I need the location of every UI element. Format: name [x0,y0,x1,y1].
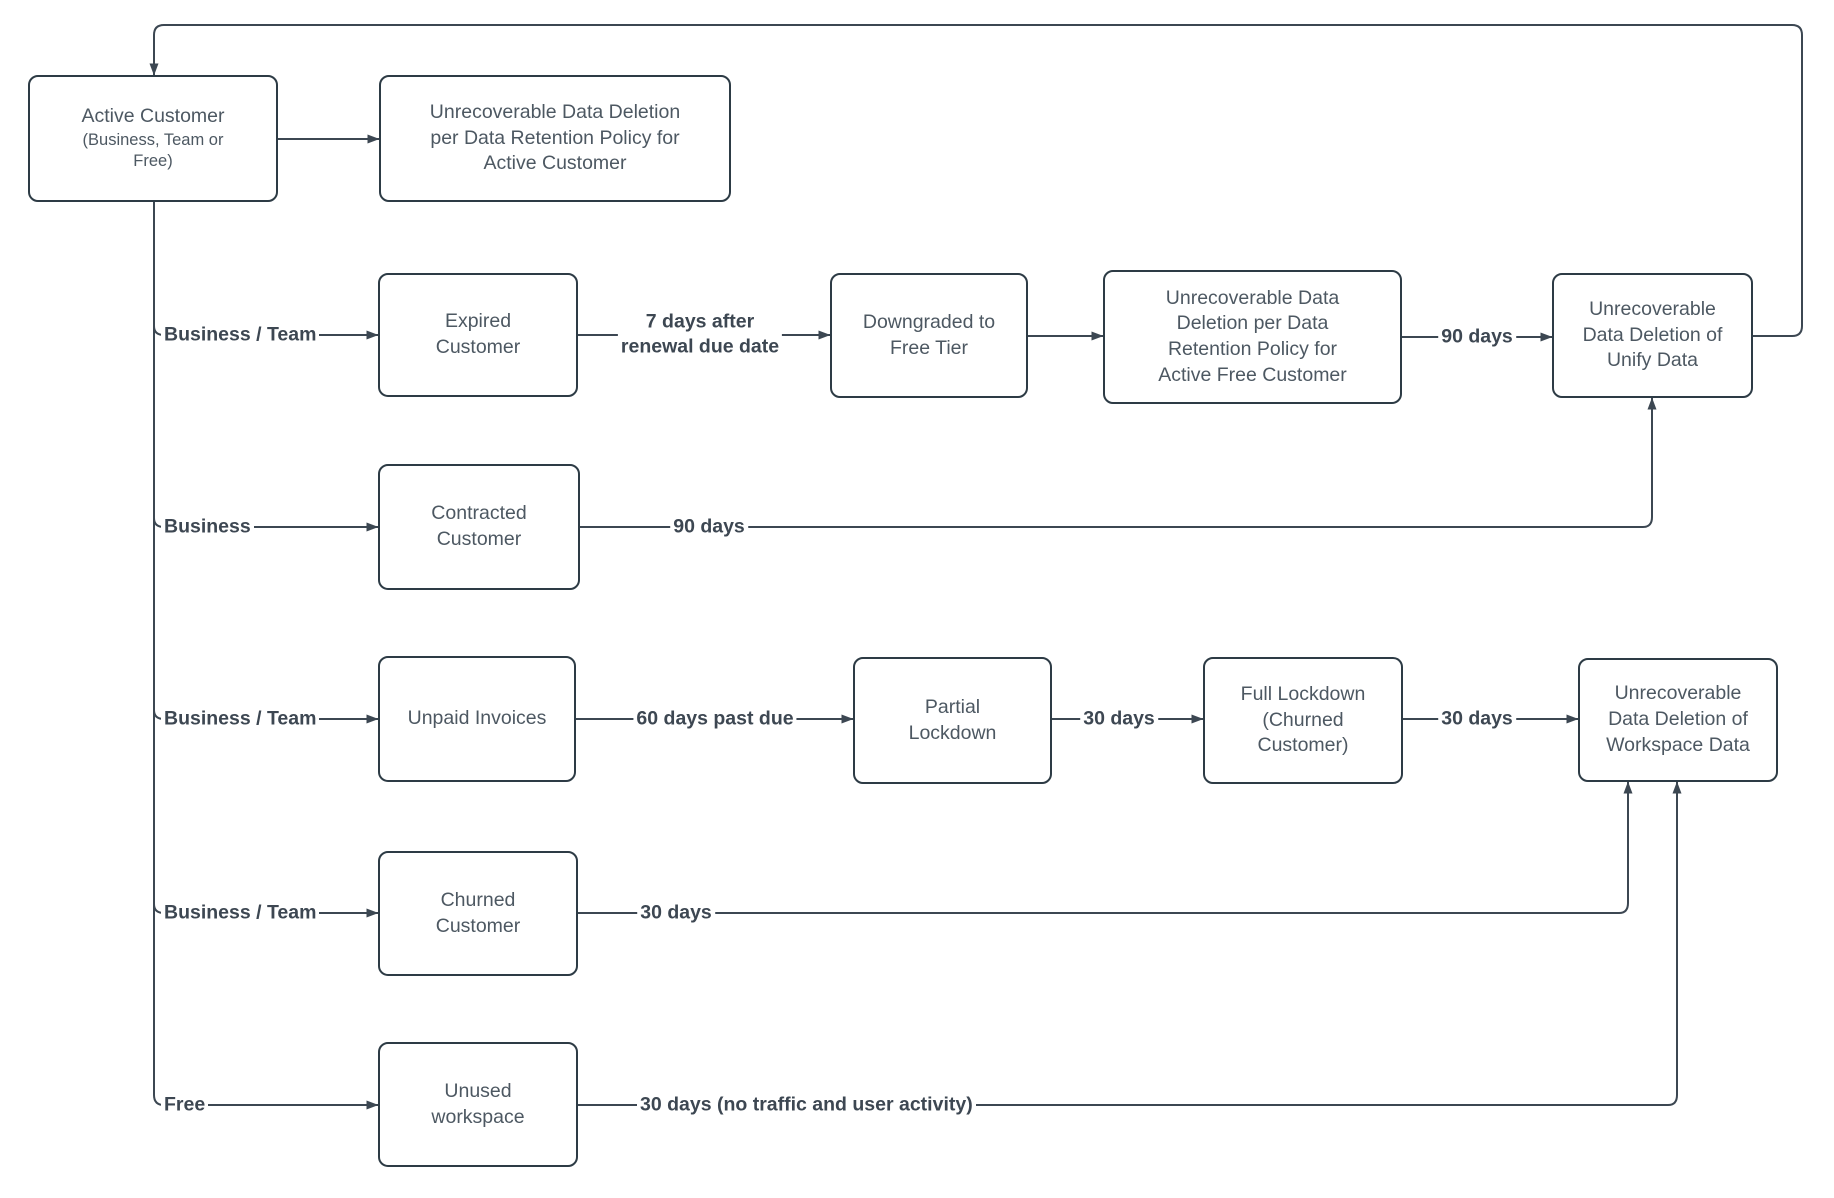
node-deletion-active-free-customer: Unrecoverable Data Deletion per Data Ret… [1103,270,1402,404]
node-unify-data-deletion: Unrecoverable Data Deletion of Unify Dat… [1552,273,1753,398]
node-full-lockdown: Full Lockdown (Churned Customer) [1203,657,1403,784]
node-expired-customer: Expired Customer [378,273,578,397]
node-workspace-data-deletion: Unrecoverable Data Deletion of Workspace… [1578,658,1778,782]
edge-label-90-days-contracted: 90 days [670,514,748,540]
edge-label-7-days-after-renewal: 7 days after renewal due date [617,309,783,361]
node-partial-lockdown: Partial Lockdown [853,657,1052,784]
edge-label-30-days-no-traffic: 30 days (no traffic and user activity) [637,1092,976,1118]
edge-label-30-days-churned: 30 days [637,900,715,926]
node-active-customer-title: Active Customer [81,105,225,128]
edge-label-free-unused: Free [161,1092,209,1118]
edge-churned-to-workspace [578,781,1633,914]
node-contracted-customer: Contracted Customer [378,464,580,590]
node-downgraded-free-tier: Downgraded to Free Tier [830,273,1028,398]
edge-label-30-days-full: 30 days [1438,706,1516,732]
node-active-customer-subtitle: (Business, Team or Free) [82,130,224,171]
edge-label-business-team-expired: Business / Team [161,322,320,348]
edge-contracted-to-unify [580,397,1657,528]
node-active-customer: Active Customer (Business, Team or Free) [28,75,278,202]
edge-label-90-days-free: 90 days [1438,324,1516,350]
edge-label-business-team-unpaid: Business / Team [161,706,320,732]
edge-label-business-team-churned: Business / Team [161,900,320,926]
edge-unused-to-workspace [578,781,1682,1106]
edge-label-business-contracted: Business [161,514,254,540]
node-deletion-active-customer: Unrecoverable Data Deletion per Data Ret… [379,75,731,202]
edge-label-60-days-past-due: 60 days past due [633,706,797,732]
node-unused-workspace: Unused workspace [378,1042,578,1167]
edge-label-30-days-partial: 30 days [1080,706,1158,732]
node-churned-customer: Churned Customer [378,851,578,976]
node-unpaid-invoices: Unpaid Invoices [378,656,576,782]
edge-unify-loopback [149,24,1803,337]
